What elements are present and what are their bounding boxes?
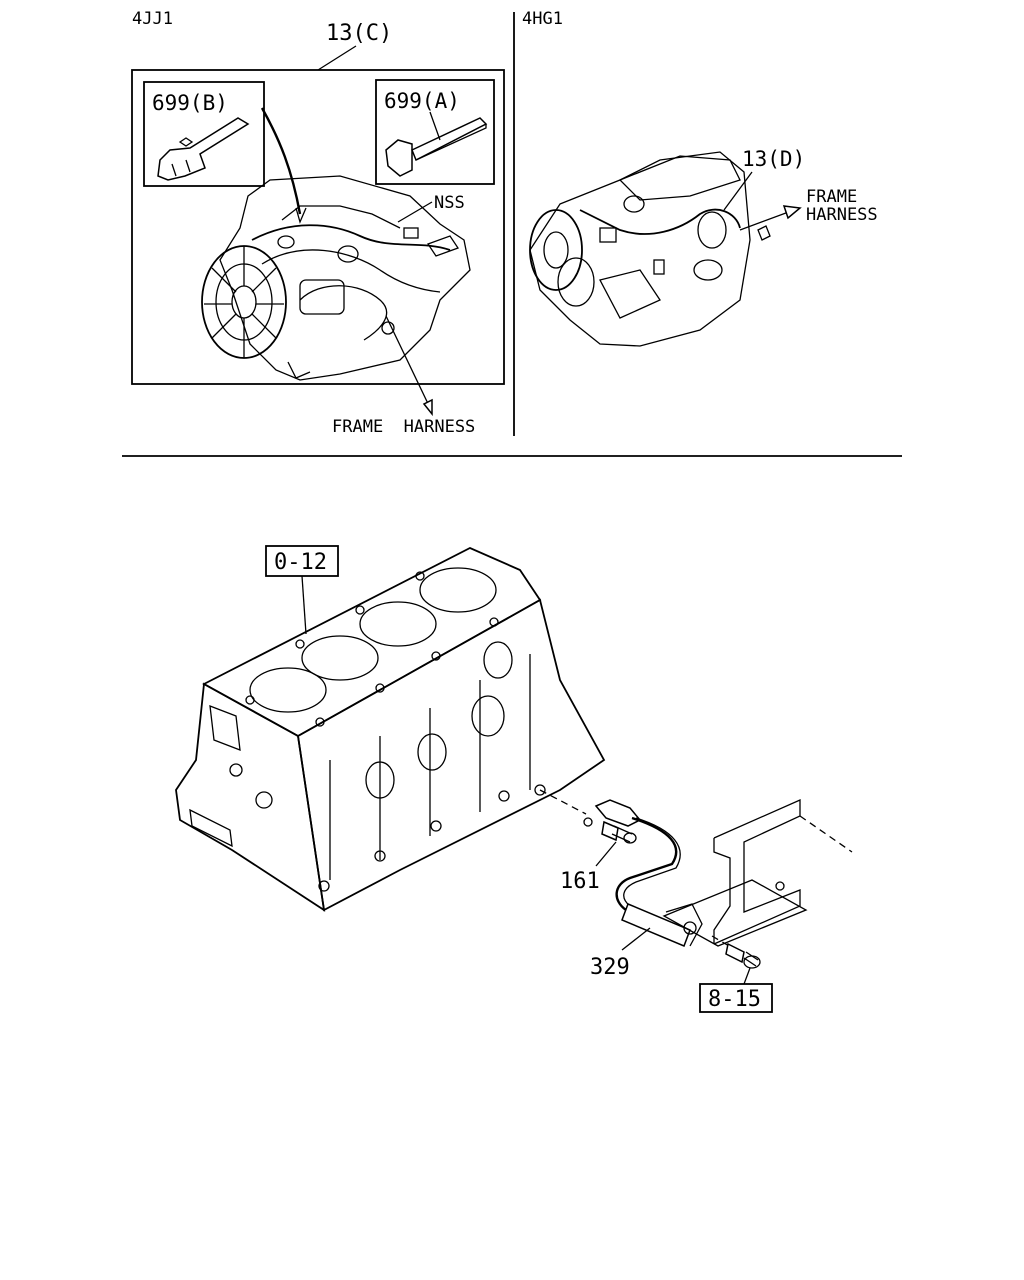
label-harness-4hg1: HARNESS [806,205,878,225]
callout-13c: 13(C) [326,21,392,46]
bottom-section: 0-12 [175,545,853,1013]
bracket-bolt-illustration [725,942,761,969]
bolt-dashed-line [711,935,737,951]
engine-label-4hg1: 4HG1 [522,9,563,29]
engine-4jj1-illustration [201,175,471,381]
engine-label-4jj1: 4JJ1 [132,9,173,29]
label-699a: 699(A) [384,89,460,113]
bolt-161-illustration [583,817,637,844]
label-nss: NSS [434,193,465,213]
connector-4hg1-icon [757,225,771,241]
callout-13c-leader [317,45,357,71]
callout-8-15-leader [743,967,751,985]
callout-0-12[interactable]: 0-12 [274,550,327,575]
cylinder-bore-2 [301,635,379,681]
callout-0-12-leader [301,575,307,635]
harness-wire-4hg1 [579,208,741,235]
cylinder-bore-3 [359,601,437,647]
sensor-329-illustration [594,799,703,947]
inset-699b-box [143,81,265,187]
frame-harness-arrowhead-4jj1 [422,398,433,417]
clip-699a-icon [385,111,488,177]
top-section: 4JJ1 4HG1 13(C) 699(B) 699(A) NSS [122,9,902,457]
pulley-icon [529,209,583,291]
harness-wire [251,224,451,251]
engine-4hg1-illustration [529,151,751,347]
callout-8-15[interactable]: 8-15 [708,987,761,1012]
callout-13d-leader [723,171,753,211]
frame-harness-leader-4jj1 [385,315,433,413]
callout-329[interactable]: 329 [590,955,630,980]
engine-4jj1-frame [131,69,505,385]
callout-329-leader [621,927,651,951]
cylinder-bore-4 [419,567,497,613]
callout-8-15-box[interactable] [699,983,773,1013]
label-frame-4hg1: FRAME [806,187,857,207]
mount-dashed-line [539,789,587,815]
clip-699b-icon [157,117,250,181]
arrow-699b-leader [260,107,302,215]
frame-harness-arrowhead-4hg1 [782,205,802,220]
nss-leader [397,201,433,223]
frame-rail-illustration [662,799,853,947]
inset-699a-box [375,79,495,185]
label-699b: 699(B) [152,91,228,115]
cylinder-bore-1 [249,667,327,713]
cylinder-block-illustration [175,547,606,912]
arrow-699b-head [295,207,307,224]
callout-161[interactable]: 161 [560,869,600,894]
callout-161-leader [595,841,617,867]
callout-13d: 13(D) [742,147,805,171]
label-frame-harness-4jj1: FRAME HARNESS [332,417,475,437]
